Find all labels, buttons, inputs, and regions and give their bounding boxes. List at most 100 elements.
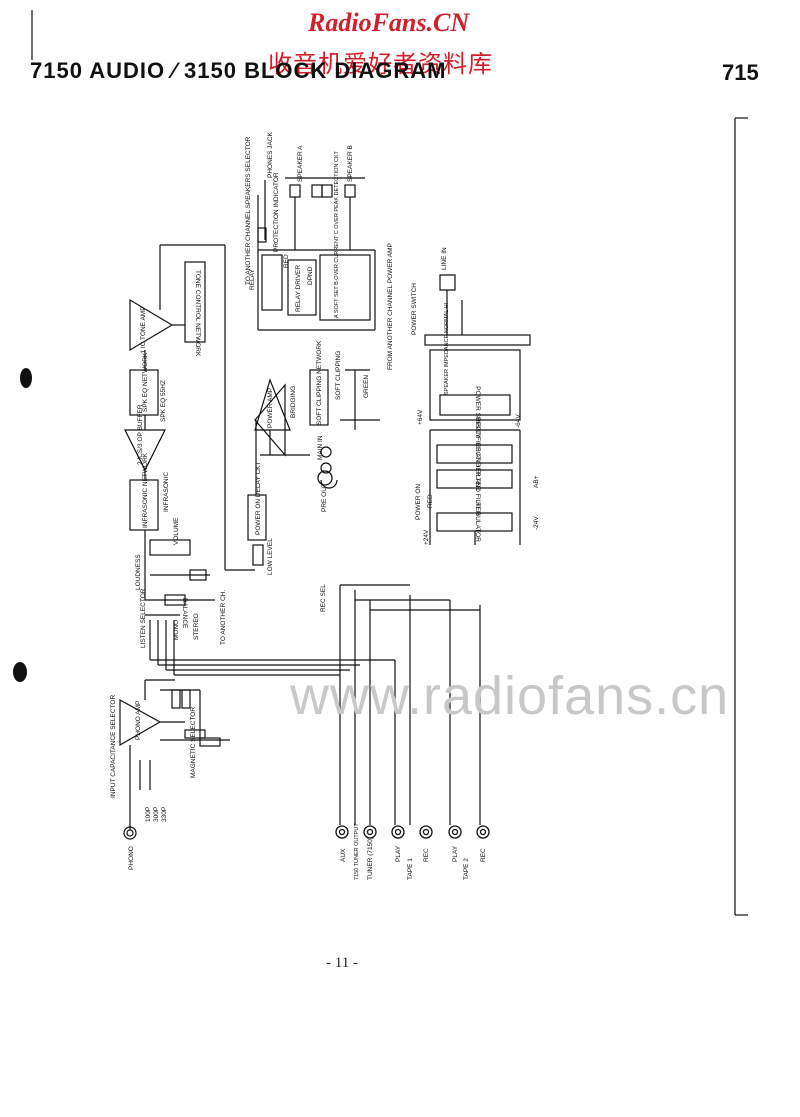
power-on-red-label: RED bbox=[427, 494, 434, 508]
phono-amp-triangle bbox=[119, 698, 162, 747]
cap-100p-label: 100P bbox=[145, 807, 152, 822]
bridging-label: BRIDGING bbox=[290, 386, 297, 418]
speaker-a-terminal-1 bbox=[289, 184, 301, 198]
to-another-ch-label: TO ANOTHER CH. bbox=[220, 590, 227, 645]
chinese-watermark: 收音机爱好者资料库 bbox=[268, 50, 493, 78]
tone-control-box bbox=[184, 261, 206, 343]
mono-label: MONO bbox=[173, 620, 180, 640]
tape1-rec-label: REC bbox=[423, 848, 430, 862]
tuner-jack bbox=[363, 825, 377, 839]
cap-330p-label: 330P bbox=[161, 807, 168, 822]
magnetic-selector-label: MAGNETIC SELECTOR bbox=[190, 707, 197, 778]
line-in-plug bbox=[439, 274, 456, 291]
infrasonic-network-label: INFRASONIC NETWORK bbox=[142, 452, 149, 528]
tape1-label: TAPE 1 bbox=[407, 858, 414, 880]
buffer-triangle bbox=[124, 429, 166, 472]
site-watermark: RadioFans.CN bbox=[308, 8, 470, 37]
speaker-b-terminal-2 bbox=[344, 184, 356, 198]
volume-label: VOLUME bbox=[173, 517, 180, 545]
from-another-channel-label: FROM ANOTHER CHANNEL POWER AMP bbox=[387, 243, 394, 370]
soft-clipping-box bbox=[309, 369, 329, 426]
relay-label: RELAY bbox=[249, 269, 256, 290]
power-supply-label: POWER SUPPLY bbox=[474, 386, 481, 438]
protection-indicator-label: PROTECTION INDICATOR bbox=[273, 172, 280, 252]
soft-clipping-network-label: SOFT CLIPPING NETWORK bbox=[316, 340, 323, 425]
detection-ckt-box bbox=[319, 254, 371, 321]
rectifier-filter-1-label: RECTIFIER AND FILTER bbox=[474, 417, 481, 490]
spk-eq-box bbox=[129, 369, 159, 416]
red-label: RED bbox=[283, 254, 290, 268]
power-amp-label: POWER AMP bbox=[267, 388, 274, 428]
speaker-a-label: SPEAKER A bbox=[297, 145, 304, 182]
speaker-impedance-label: SPEAKER IMPEDANCE NORMAL HI bbox=[444, 302, 450, 395]
title-fragment-right: 715 bbox=[722, 60, 759, 85]
regulator-label: REGULATOR bbox=[474, 502, 481, 542]
relay-box bbox=[261, 254, 283, 311]
power-on-delay-box bbox=[247, 494, 267, 541]
tape2-rec-jack bbox=[476, 825, 490, 839]
soft-clipping-label: SOFT CLIPPING bbox=[335, 351, 342, 400]
speaker-b-terminal-1 bbox=[321, 184, 333, 198]
buffer-label: 2 ICS/3 OP BUFFER bbox=[137, 404, 144, 465]
spk-eq-label: SPK EQ 55HZ bbox=[160, 380, 167, 422]
input-capacitance-label: INPUT CAPACITANCE SELECTOR bbox=[110, 695, 117, 798]
infrasonic-box bbox=[129, 479, 159, 531]
line-in-label: LINE IN bbox=[441, 247, 448, 270]
v-plus-24-label: +24V bbox=[423, 529, 430, 545]
v-plus-ab-label: AB+ bbox=[533, 475, 540, 488]
tape2-rec-label: REC bbox=[480, 848, 487, 862]
spk-eq-network-label: SPK EQ NETWORK bbox=[142, 352, 149, 412]
dpnd-label: DPND bbox=[307, 266, 314, 285]
cap-300p-label: 300P bbox=[153, 807, 160, 822]
tone-control-label: TONE CONTROL NETWORK bbox=[194, 270, 201, 357]
power-on-delay-label: POWER ON DELAY CKT bbox=[255, 462, 262, 535]
main-in-label: MAIN IN bbox=[317, 435, 324, 460]
listen-selector-label: LISTEN SELECTOR bbox=[140, 588, 147, 648]
balance-label: BALANCE bbox=[181, 598, 188, 629]
tape2-play-jack bbox=[448, 825, 462, 839]
relay-driver-label: RELAY DRIVER bbox=[295, 265, 302, 312]
tone-amp-label: 1 IC TONE AMP bbox=[140, 306, 147, 353]
power-supply-box bbox=[439, 394, 511, 416]
tape2-label: TAPE 2 bbox=[463, 858, 470, 880]
tuner-note-label: 7150 TUNER OUTPUT bbox=[354, 823, 360, 880]
tape1-play-label: PLAY bbox=[395, 845, 402, 862]
speaker-a-terminal-2 bbox=[311, 184, 323, 198]
punch-hole-1 bbox=[20, 368, 32, 388]
tape1-play-jack bbox=[391, 825, 405, 839]
low-level-label: LOW LEVEL bbox=[267, 538, 274, 575]
infrasonic-label: INFRASONIC bbox=[163, 472, 170, 512]
rec-sel-label: REC SEL bbox=[320, 584, 327, 612]
stereo-label: STEREO bbox=[193, 613, 200, 640]
detection-ckt-label: A SOFT SET B OVER CURRENT C OVER PEAK DE… bbox=[334, 150, 340, 318]
loudness-label: LOUDNESS bbox=[135, 554, 142, 590]
tone-amp-triangle bbox=[129, 298, 174, 352]
pre-out-label: PRE OUT bbox=[321, 483, 328, 512]
speaker-b-label: SPEAKER B bbox=[347, 145, 354, 182]
url-watermark: www.radiofans.cn bbox=[290, 666, 730, 726]
rectifier-filter-2-label: RECTIFIER AND FILTER bbox=[474, 442, 481, 515]
v-minus-64-label: -64V bbox=[515, 414, 522, 428]
aux-jack bbox=[335, 825, 349, 839]
phono-label: PHONO bbox=[128, 846, 135, 870]
v-plus-64-label: +64V bbox=[417, 409, 424, 425]
power-on-label: POWER ON bbox=[415, 484, 422, 520]
page-title: 7150 AUDIO ⁄ 3150 BLOCK DIAGRAM bbox=[30, 58, 447, 83]
rectifier-filter-2 bbox=[436, 469, 513, 489]
tuner-label: TUNER (7150) bbox=[367, 837, 374, 880]
phones-jack-label: PHONES JACK bbox=[267, 131, 274, 178]
aux-label: AUX bbox=[340, 848, 347, 862]
page-number: - 11 - bbox=[326, 955, 358, 971]
v-minus-24-label: -24V bbox=[533, 516, 540, 530]
power-switch-label: POWER SWITCH bbox=[411, 283, 418, 335]
tape1-rec-jack bbox=[419, 825, 433, 839]
input-jacks bbox=[317, 470, 490, 839]
punch-hole-2 bbox=[13, 662, 27, 682]
green-label: GREEN bbox=[363, 375, 370, 398]
relay-driver-box bbox=[287, 259, 317, 316]
pre-out-jack bbox=[317, 470, 333, 486]
phono-amp-label: PHONO AMP bbox=[135, 701, 142, 740]
tape2-play-label: PLAY bbox=[452, 845, 459, 862]
rectifier-filter-1 bbox=[436, 444, 513, 464]
